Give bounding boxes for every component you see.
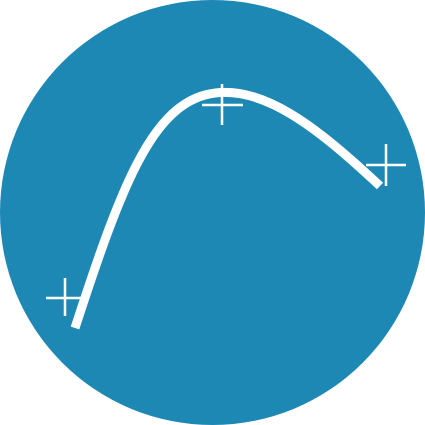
data-point-marker (46, 278, 84, 316)
fitted-curve (70, 87, 384, 330)
data-point-marker (366, 144, 406, 186)
data-point-marker (202, 84, 243, 125)
